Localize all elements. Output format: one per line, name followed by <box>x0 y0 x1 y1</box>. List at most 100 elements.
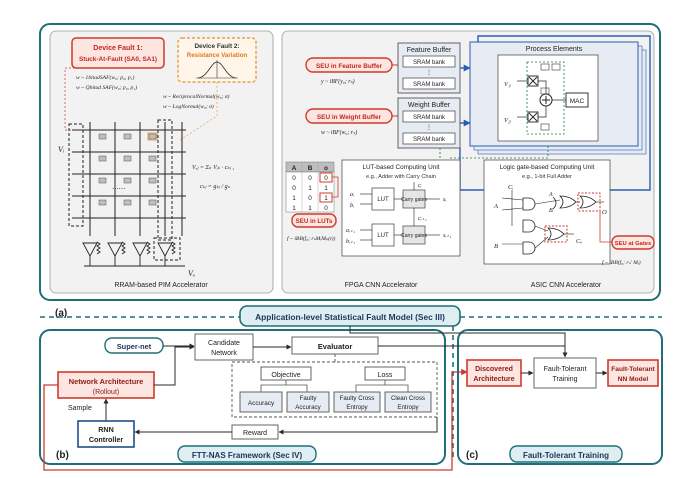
fault-model-to-training <box>446 345 568 358</box>
truth-fault-link <box>332 176 339 198</box>
discovered-line1: Discovered <box>475 366 513 373</box>
svg-text:A: A <box>292 165 297 172</box>
carry-gates-2-label-a: Carry gates <box>401 233 427 239</box>
faulty-cell <box>147 132 158 141</box>
net-arch-label: Network Architecture <box>69 377 143 386</box>
discovered-line2: Architecture <box>473 376 514 383</box>
reward-label: Reward <box>243 430 267 437</box>
fault1-box <box>71 37 165 69</box>
faulty-accuracy-line2: Accuracy <box>295 404 321 411</box>
clean-cross-line1: Clean Cross <box>391 395 425 402</box>
logic-unit-sub: e.g., 1-bit Full Adder <box>522 174 572 180</box>
pe-v2-label: V₂ᵢ <box>504 117 511 124</box>
ft-model-box <box>607 359 659 387</box>
gate-sym-a: A <box>493 203 499 210</box>
feature-sram-2-label: SRAM bank <box>413 82 446 88</box>
gate-fault-2 <box>544 225 568 243</box>
rnn-label: RNN <box>98 425 114 434</box>
ftt-nas-title: FTT-NAS Framework (Sec IV) <box>192 451 303 460</box>
panel-c-frame <box>457 329 663 465</box>
lut-unit-title: LUT-based Computing Unit <box>362 164 439 171</box>
bell-curve-icon <box>196 60 238 79</box>
svg-text:0: 0 <box>292 175 296 182</box>
rram-panel <box>49 30 274 294</box>
fpga-caption: FPGA CNN Accelerator <box>345 282 418 289</box>
faulty-cross-line1: Faulty Cross <box>340 395 375 402</box>
architecture-route <box>43 368 468 471</box>
svg-text:0: 0 <box>308 195 312 202</box>
evaluator-label: Evaluator <box>318 342 353 351</box>
ftt-title-box <box>509 445 623 463</box>
svg-text:B: B <box>308 165 313 172</box>
lut-sym-s1: sᵢ₊₁ <box>443 233 452 239</box>
svg-text:1: 1 <box>308 185 312 192</box>
fault2-eq2: w ~ LogNormal(w₀; σ) <box>163 103 214 110</box>
fault1-sub: Stuck-At-Fault (SA0, SA1) <box>79 56 157 63</box>
weight-sram-1 <box>402 110 456 123</box>
logic-unit <box>483 159 611 265</box>
fault2-eq1: w ~ ReciprocalNormal(w₀; σ) <box>163 93 230 100</box>
carry-gates-1-label-a: Carry gates <box>401 197 427 203</box>
weight-sram-dots: ⋮ <box>426 125 432 131</box>
lut-sym-c1: cᵢ₊₁ <box>418 216 427 222</box>
fault1-eq1: w ~ 1bitadSAF(w₀; p₀, p₁) <box>76 74 135 81</box>
lut-box-1-label: LUT <box>377 197 389 203</box>
fault1-pointer <box>64 67 80 131</box>
rram-caption: RRAM-based PIM Accelerator <box>114 282 208 289</box>
svg-text:0: 0 <box>324 175 328 182</box>
process-elements-title: Process Elements <box>526 46 583 53</box>
faulty-accuracy-line1: Faulty <box>300 395 318 402</box>
gate-sym-ci: Cᵢ <box>508 184 513 191</box>
lut-box-2-label: LUT <box>377 233 389 239</box>
mac-unit <box>565 92 589 108</box>
svg-text:1: 1 <box>324 185 328 192</box>
faulty-cross-line2: Entropy <box>346 404 368 411</box>
panel-a-frame <box>39 23 661 301</box>
weight-buffer-title: Weight Buffer <box>408 102 451 109</box>
label-b: (b) <box>56 450 69 461</box>
adder-icon <box>539 93 553 107</box>
weight-sram-2 <box>402 132 456 145</box>
candidate-network-box <box>194 333 254 361</box>
gate-sym-a2: A <box>548 192 553 198</box>
lut-sym-ci: cᵢ <box>418 183 422 189</box>
truth-fault-2 <box>319 192 333 203</box>
weight-sram-1-label: SRAM bank <box>413 115 446 121</box>
ft-training-line1: Fault-Tolerant <box>544 366 587 373</box>
fault1-title: Device Fault 1: <box>93 45 142 52</box>
svg-text:1: 1 <box>324 195 328 202</box>
seu-luts-label: SEU in LUTs <box>296 218 333 225</box>
column-highlight <box>157 119 173 241</box>
feature-sram-2 <box>402 77 456 90</box>
seu-weight-eq: w ~ iBF(w₀; rₛ) <box>321 129 357 136</box>
clean-cross-box <box>384 391 432 413</box>
truth-table: A B o 0 0 0 0 1 1 1 0 1 1 1 0 <box>285 161 335 213</box>
ft-model-line2: NN Model <box>618 376 649 383</box>
network-label: Network <box>211 350 237 357</box>
objective-label: Objective <box>271 372 300 379</box>
lut-sym-b: bᵢ <box>350 203 354 209</box>
lut-sym-a: aᵢ <box>350 192 354 198</box>
logic-unit-title: Logic gate-based Computing Unit <box>500 164 595 171</box>
mac-highlight <box>526 61 565 135</box>
gate-sym-co: Cₒ <box>576 238 582 245</box>
rnn-controller-box <box>77 420 135 448</box>
clean-cross-line2: Entropy <box>397 404 419 411</box>
controller-label: Controller <box>89 435 124 444</box>
output-highlight <box>153 237 181 261</box>
weight-sram-2-label: SRAM bank <box>413 137 446 143</box>
ft-model-line1: Fault-Tolerant <box>611 366 655 373</box>
feature-buffer-title: Feature Buffer <box>407 47 452 54</box>
lut-fault-eq: f ~ iBB(f₀; rₛMᵢMₚ(t)) <box>287 235 336 242</box>
truth-fault-1 <box>319 172 333 183</box>
mac-label: MAC <box>570 98 585 105</box>
eq-vo: Vₒⱼ = Σₖ Vᵢₖ · cₖⱼ , <box>192 165 235 171</box>
label-c: (c) <box>466 450 478 461</box>
svg-text:0: 0 <box>308 175 312 182</box>
fault-model-feed <box>349 326 566 346</box>
gate-sym-o: O <box>602 209 607 216</box>
rollout-label: (Rollout) <box>93 389 119 396</box>
seu-feature-label: SEU in Feature Buffer <box>316 63 383 70</box>
lut-unit-sub: e.g., Adder with Carry Chain <box>366 174 436 180</box>
discovered-architecture-box <box>466 359 522 387</box>
